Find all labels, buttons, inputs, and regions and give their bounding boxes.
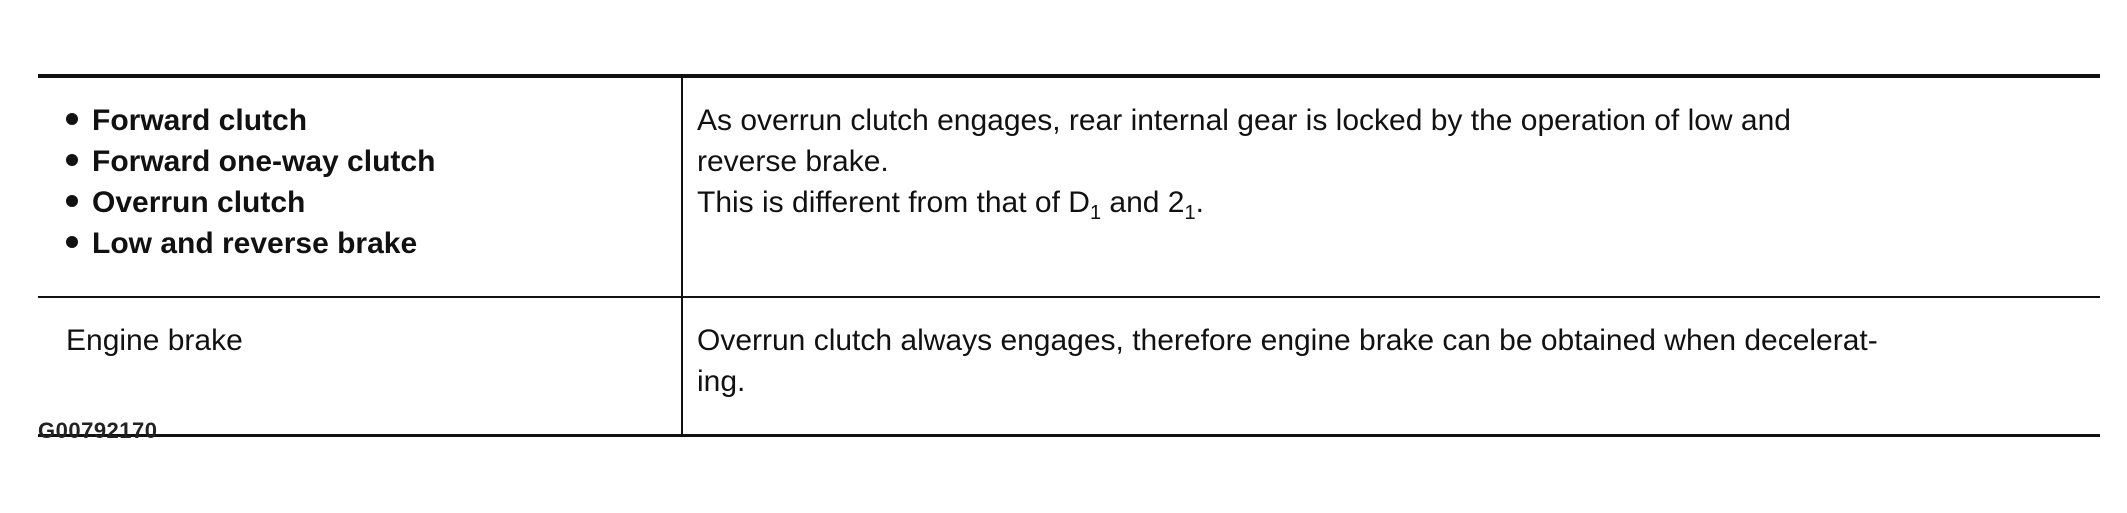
subscript: 1 bbox=[1089, 202, 1102, 224]
list-item-label: Low and reverse brake bbox=[92, 227, 418, 260]
engine-brake-description-cell: Overrun clutch always engages, therefore… bbox=[682, 296, 2100, 437]
description-fragment: . bbox=[1195, 186, 1204, 219]
list-item-label: Forward one-way clutch bbox=[92, 145, 436, 178]
description-text: Overrun clutch always engages, therefore… bbox=[697, 320, 2080, 402]
engaged-elements-cell: Forward clutch Forward one-way clutch Ov… bbox=[38, 74, 683, 297]
bullet-icon bbox=[66, 236, 78, 249]
list-item-label: Forward clutch bbox=[92, 104, 308, 137]
figure-id: G00792170 bbox=[38, 418, 158, 443]
operation-table: Forward clutch Forward one-way clutch Ov… bbox=[38, 74, 2100, 437]
description-line: ing. bbox=[697, 365, 746, 398]
description-fragment: This is different from that of D bbox=[697, 186, 1090, 219]
list-item: Forward clutch bbox=[66, 100, 671, 141]
bullet-icon bbox=[66, 113, 78, 126]
description-line: This is different from that of D1 and 21… bbox=[697, 186, 1204, 223]
table-row: Forward clutch Forward one-way clutch Ov… bbox=[38, 74, 2100, 297]
engine-brake-label: Engine brake bbox=[66, 324, 243, 357]
table-row: Engine brake Overrun clutch always engag… bbox=[38, 296, 2100, 437]
subscript: 1 bbox=[1184, 202, 1196, 224]
bullet-icon bbox=[66, 195, 78, 208]
description-text: As overrun clutch engages, rear internal… bbox=[697, 100, 2080, 223]
list-item: Overrun clutch bbox=[66, 182, 671, 223]
list-item: Low and reverse brake bbox=[66, 223, 671, 264]
description-line: As overrun clutch engages, rear internal… bbox=[697, 104, 1791, 137]
bullet-icon bbox=[66, 154, 78, 167]
description-line: reverse brake. bbox=[697, 145, 889, 178]
engaged-description-cell: As overrun clutch engages, rear internal… bbox=[682, 74, 2100, 297]
description-fragment: and 2 bbox=[1101, 186, 1185, 219]
engaged-elements-list: Forward clutch Forward one-way clutch Ov… bbox=[66, 100, 671, 264]
description-line: Overrun clutch always engages, therefore… bbox=[697, 324, 1878, 357]
engine-brake-label-cell: Engine brake bbox=[38, 296, 683, 437]
list-item-label: Overrun clutch bbox=[92, 186, 306, 219]
list-item: Forward one-way clutch bbox=[66, 141, 671, 182]
